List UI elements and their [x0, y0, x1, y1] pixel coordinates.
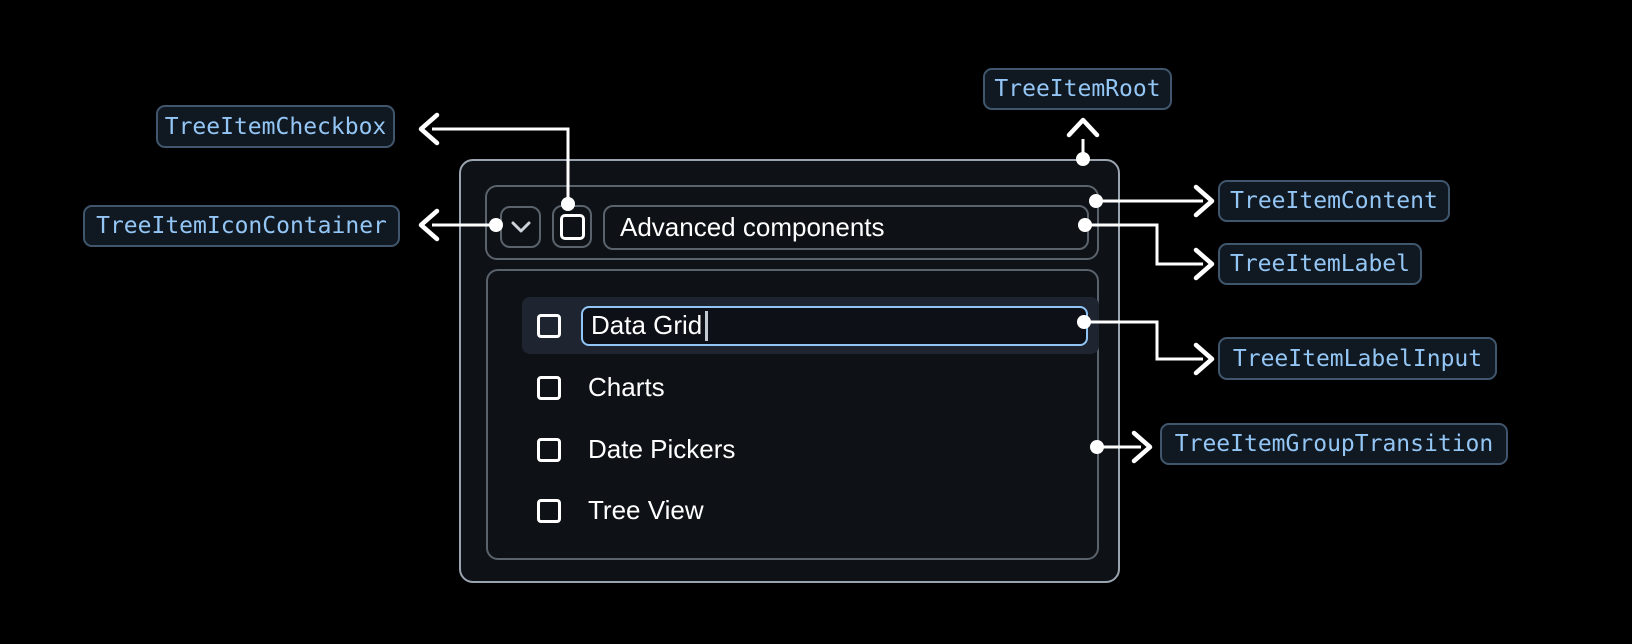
child-checkbox[interactable] [537, 437, 561, 462]
tree-item-label-input-wrapper [581, 306, 1088, 346]
annotation-tree-item-root: TreeItemRoot [983, 68, 1172, 110]
parent-checkbox[interactable] [559, 213, 585, 240]
child-label-text: Tree View [588, 495, 704, 525]
child-checkbox[interactable] [537, 375, 561, 400]
tree-item-group-transition: Charts Date Pickers Tree View [486, 269, 1099, 560]
annotation-tree-item-label-input: TreeItemLabelInput [1218, 337, 1497, 380]
text-caret [705, 311, 708, 341]
arrowhead-right-icon [1193, 247, 1215, 281]
child-label-text: Date Pickers [588, 434, 736, 464]
tree-row[interactable]: Charts [522, 359, 1099, 416]
child-label-text: Charts [588, 372, 665, 402]
arrowhead-left-icon [418, 112, 440, 146]
chevron-down-icon [511, 221, 530, 233]
tree-item-label-input[interactable] [581, 306, 1088, 346]
arrowhead-right-icon [1193, 342, 1215, 376]
annotation-tree-item-label: TreeItemLabel [1218, 243, 1422, 285]
parent-label-text: Advanced components [620, 212, 885, 242]
annotation-tree-item-group-transition: TreeItemGroupTransition [1160, 423, 1508, 465]
annotation-tree-item-checkbox: TreeItemCheckbox [156, 105, 395, 148]
tree-item-label[interactable]: Advanced components [603, 205, 1089, 250]
tree-row[interactable]: Date Pickers [522, 421, 1099, 478]
tree-item-content[interactable]: Advanced components [485, 185, 1099, 260]
tree-row-editing[interactable] [522, 297, 1099, 354]
arrowhead-right-icon [1193, 184, 1215, 218]
annotation-tree-item-content: TreeItemContent [1218, 180, 1450, 222]
child-checkbox[interactable] [537, 498, 561, 523]
tree-item-checkbox-container [552, 205, 592, 248]
annotation-tree-item-icon-container: TreeItemIconContainer [83, 205, 400, 247]
expand-collapse-button[interactable] [500, 206, 541, 248]
arrowhead-left-icon [418, 208, 440, 242]
arrowhead-right-icon [1131, 430, 1153, 464]
child-checkbox[interactable] [537, 313, 561, 338]
arrowhead-up-icon [1066, 117, 1100, 138]
tree-row[interactable]: Tree View [522, 482, 1099, 539]
tree-item-root: Advanced components Charts Date Pickers [459, 159, 1120, 583]
